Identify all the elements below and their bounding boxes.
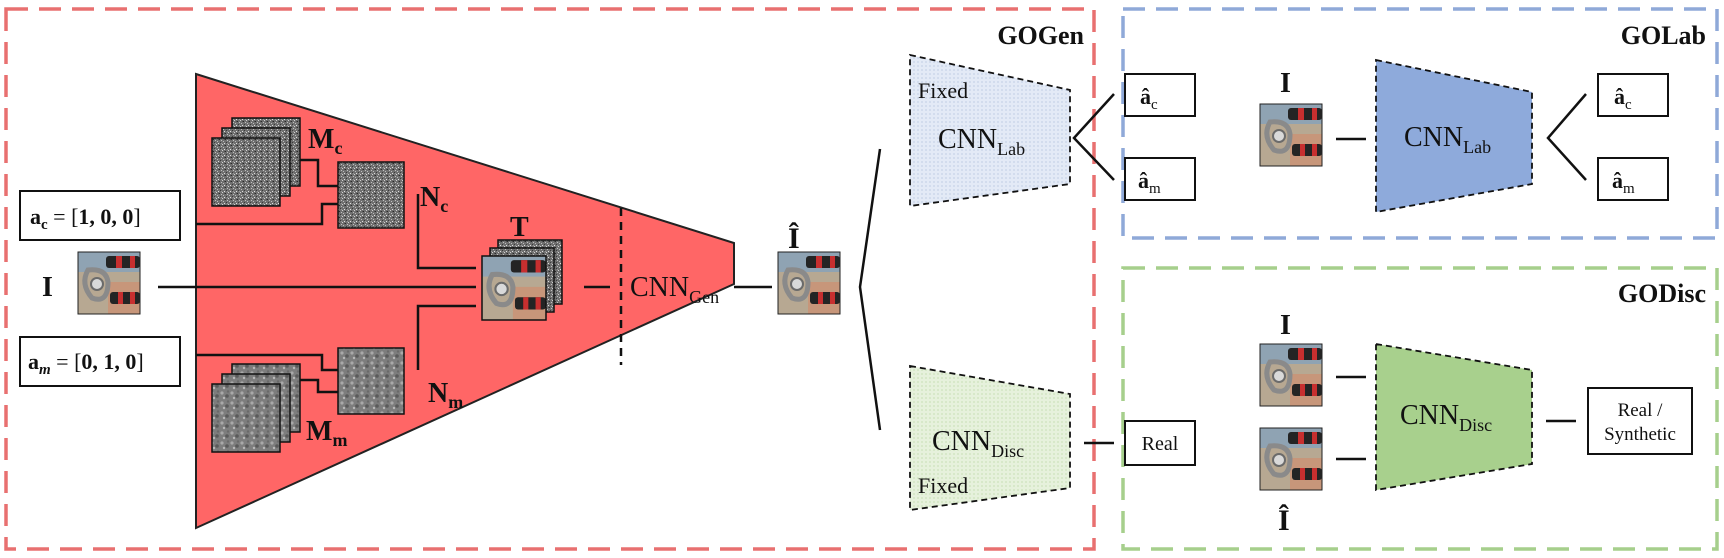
output-image-label: Î [788,222,800,255]
godisc-output-line1: Real / [1618,400,1664,421]
godisc-synth-label: Î [1278,504,1290,537]
t-stack [482,239,563,320]
golab-out-material-label: âm [1612,168,1635,197]
gogen-cnn-disc-label: CNNDisc [932,426,1024,461]
godisc-real-label: I [1280,310,1291,341]
godisc-cnn-disc [1375,342,1533,492]
golab-branch [1546,93,1587,181]
golab-title: GOLab [1621,21,1706,50]
input-image [78,252,140,314]
mask-color-stack [211,117,301,207]
generator-trapezoid [195,72,735,530]
branch-connector [858,148,882,431]
gogen-title: GOGen [997,21,1084,50]
gogen-lab-branch [1072,93,1115,181]
golab-input-image [1260,104,1322,166]
gogen-real-label: Real [1142,433,1179,455]
generator-connectors [196,158,476,394]
attr-color-label: ac = [1, 0, 0] [30,204,141,233]
cnn-gen-label: CNNGen [630,272,719,307]
attr-material-label: am = [0, 1, 0] [28,349,144,378]
godisc-output-box [1587,387,1693,455]
noise-material-square [337,347,405,415]
golab-input-label: I [1280,68,1291,99]
mask-material-stack [211,363,301,453]
godisc-title: GODisc [1618,279,1706,308]
gogen-panel-border [4,7,1096,551]
noise-material-label: Nm [428,378,463,412]
golab-out-color-label: âc [1614,84,1632,113]
godisc-output-line2: Synthetic [1604,424,1676,445]
noise-color-label: Nc [420,182,448,216]
golab-cnn-lab-label: CNNLab [1404,122,1491,157]
gogen-out-material-label: âm [1138,168,1161,197]
golab-panel-border [1121,7,1719,240]
gogen-out-color-box [1124,73,1196,117]
mask-material-label: Mm [306,416,347,450]
golab-cnn-lab [1375,58,1533,214]
gogen-lab-fixed-label: Fixed [918,78,968,103]
noise-color-square [337,161,405,229]
attr-material-box [19,336,181,387]
golab-out-material-box [1597,157,1669,201]
gogen-cnn-disc [909,364,1071,512]
attr-color-box [19,190,181,241]
t-stack-label: T [510,212,529,243]
golab-out-color-box [1597,73,1669,117]
godisc-synth-image [1260,428,1322,490]
gogen-out-color-label: âc [1140,84,1158,113]
godisc-cnn-disc-label: CNNDisc [1400,400,1492,435]
output-image [778,252,840,314]
input-image-label: I [42,272,53,303]
gogen-cnn-lab-label: CNNLab [938,124,1025,159]
gogen-cnn-lab [909,53,1071,208]
gogen-out-material-box [1124,157,1196,201]
mask-color-label: Mc [308,124,342,158]
godisc-real-image [1260,344,1322,406]
gogen-disc-fixed-label: Fixed [918,473,968,498]
godisc-panel-border [1121,266,1719,551]
gogen-real-box [1124,420,1196,466]
